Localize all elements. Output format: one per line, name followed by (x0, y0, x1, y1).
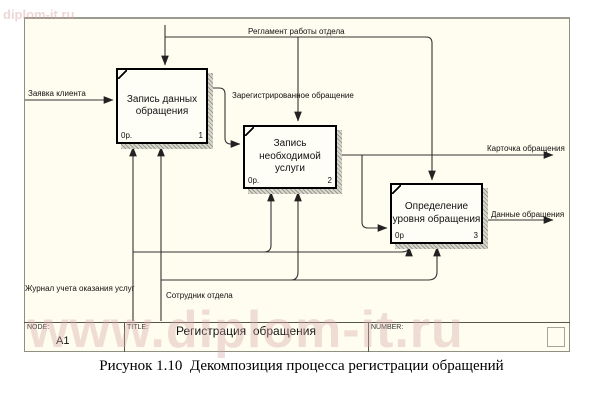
request-card-label: Карточка обращения (487, 144, 565, 153)
registered-request-label: Зарегистрированное обращение (232, 91, 354, 100)
journal-label: Журнал учета оказания услуг (25, 284, 135, 293)
employee-arrow-box3 (161, 246, 441, 281)
watermark-main: www.diplom-it.ru (28, 301, 464, 359)
title-field-label: TITLE: (127, 324, 149, 331)
watermark-top: diplom-it.ru (3, 7, 75, 22)
box3-cost: 0р (395, 231, 404, 240)
box3-corner-mark (392, 185, 401, 194)
box2-title: Запись необходимой услуги (259, 138, 321, 175)
number-field-label: NUMBER: (371, 324, 404, 331)
regulation-label: Регламент работы отдела (248, 27, 345, 36)
activity-box-1: Запись данных обращения 0р. 1 (116, 68, 208, 144)
employee-arrow-box2 (290, 191, 302, 281)
activity-box-3: Определение уровня обращения 0р 3 (390, 183, 483, 244)
box1-title: Запись данных обращения (126, 93, 198, 118)
box2-number: 2 (327, 176, 332, 185)
kitbar-top-line (24, 322, 570, 323)
node-field-value: A1 (56, 335, 70, 347)
box2-to-box3-arrow (361, 155, 388, 232)
employee-label: Сотрудник отдела (166, 291, 233, 300)
regulation-arrow-box3 (165, 36, 436, 181)
title-field-value: Регистрация обращения (176, 324, 316, 338)
kitbar-divider-node-title (124, 322, 125, 352)
number-page-box (547, 327, 565, 347)
client-request-label: Заявка клиента (28, 89, 86, 98)
box2-cost: 0р. (248, 176, 260, 185)
kitbar-divider-title-number (368, 322, 369, 352)
node-field-label: NODE: (27, 324, 50, 331)
registered-request-arrow (208, 87, 241, 148)
box3-title: Определение уровня обращения (392, 201, 481, 225)
box1-number: 1 (198, 131, 203, 140)
figure-caption: Рисунок 1.10 Декомпозиция процесса регис… (99, 358, 504, 374)
request-data-label: Данные обращения (491, 210, 565, 219)
box3-number: 3 (473, 231, 478, 240)
journal-arrow-box2 (263, 191, 275, 253)
box2-corner-mark (245, 127, 254, 136)
box1-corner-mark (118, 70, 127, 79)
activity-box-2: Запись необходимой услуги 0р. 2 (243, 125, 337, 189)
box1-cost: 0р. (121, 131, 133, 140)
